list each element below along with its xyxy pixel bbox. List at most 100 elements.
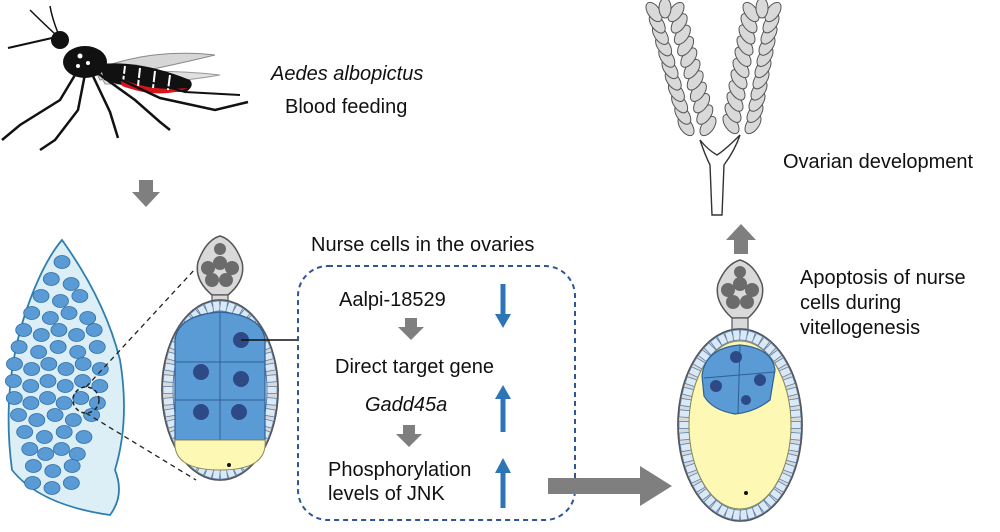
ovary-egg <box>22 396 40 410</box>
ovary-egg <box>56 379 74 393</box>
follicle-cell <box>265 397 278 406</box>
ovary-egg <box>39 374 57 388</box>
follicle-cell <box>751 332 764 346</box>
ovary-egg <box>63 459 81 473</box>
ovary-egg <box>68 328 85 342</box>
regulation-arrow-up-jnk <box>495 458 511 508</box>
ovary-egg <box>40 357 58 371</box>
nurse-cells-label: Nurse cells in the ovaries <box>311 234 535 256</box>
box-arrow-2 <box>396 425 422 447</box>
ovary-egg <box>71 289 89 303</box>
ovary-egg <box>23 362 41 376</box>
ovary-egg <box>15 323 33 337</box>
ovary-lobe-right <box>722 0 782 135</box>
ovary-egg <box>46 408 64 422</box>
follicle-cell <box>265 374 278 383</box>
ovary-egg <box>37 447 55 461</box>
ovary-egg <box>79 311 97 325</box>
gene-label: Gadd45a <box>365 394 448 416</box>
ovary-egg <box>53 255 71 269</box>
ovary-egg <box>21 442 39 456</box>
ovary-egg <box>62 476 80 490</box>
follicle-cell <box>163 407 176 418</box>
follicle-cell <box>789 409 802 419</box>
regulation-arrow-down <box>495 284 511 328</box>
feeding-label: Blood feeding <box>285 96 408 118</box>
apoptosis-label-line1: Apoptosis of nurse <box>800 267 966 289</box>
mirna-label: Aalpi-18529 <box>339 289 446 311</box>
follicle-cell <box>788 442 801 453</box>
follicle-cell <box>163 362 176 373</box>
apoptosis-label-line2: cells during <box>800 292 902 314</box>
follicle-cell <box>789 431 802 441</box>
ovary-egg-cluster <box>5 255 109 495</box>
follicle-cell <box>716 504 729 518</box>
ovary-egg <box>69 345 87 359</box>
ovary-egg <box>43 481 61 495</box>
ovary-egg <box>74 357 92 371</box>
ovary-egg <box>75 430 93 444</box>
ovary-egg <box>10 340 28 354</box>
ovary-egg <box>55 425 73 439</box>
ovary-egg <box>24 459 42 473</box>
ovary-egg <box>52 294 69 308</box>
ovary-egg <box>85 323 103 337</box>
regulation-box <box>297 265 576 521</box>
ovary-egg <box>72 391 90 405</box>
ovary-egg <box>5 391 23 405</box>
ovary-egg <box>32 289 50 303</box>
flow-arrow-right <box>548 466 672 506</box>
ovary-egg <box>91 362 109 376</box>
ovary-egg <box>68 447 86 461</box>
ovary-egg <box>23 306 41 320</box>
ovary-egg <box>88 340 106 354</box>
ovary-egg <box>22 379 40 393</box>
ovary-follicle <box>755 0 769 19</box>
ovary-egg <box>91 379 109 393</box>
flow-arrow-down <box>132 180 160 207</box>
ovarian-development-label: Ovarian development <box>783 151 974 173</box>
ovary-egg <box>60 306 78 320</box>
regulation-arrow-up-gadd45a <box>495 385 511 432</box>
ovary-follicle <box>658 0 672 19</box>
ovary-egg <box>49 340 67 354</box>
ovary-egg <box>42 272 60 286</box>
follicle-cell <box>162 397 175 406</box>
species-label: Aedes albopictus <box>271 63 424 85</box>
egg-chamber-early <box>161 235 298 481</box>
ovary-egg <box>50 323 68 337</box>
ovary-egg <box>16 425 34 439</box>
ovary-egg <box>36 430 53 444</box>
ovary-egg <box>28 413 46 427</box>
ovary-egg <box>30 345 48 359</box>
box-arrow-1 <box>398 318 424 340</box>
ovary-lobe-left <box>645 0 717 137</box>
ovary-egg <box>39 391 56 405</box>
follicle-cell <box>678 431 691 441</box>
follicle-cell <box>678 421 690 429</box>
ovary-egg <box>57 362 75 376</box>
zoom-indicator <box>72 267 197 481</box>
follicle-cell <box>678 409 691 419</box>
follicle-cell <box>679 397 692 408</box>
follicle-cell <box>266 386 278 394</box>
apoptosis-label-line3: vitellogenesis <box>800 317 921 339</box>
follicle-cell <box>162 374 175 383</box>
follicle-cell <box>679 442 692 453</box>
ovary-egg <box>44 464 62 478</box>
ovary-egg <box>55 396 73 410</box>
ovary-egg <box>41 311 59 325</box>
follicle-cell <box>790 421 802 429</box>
follicle-cell <box>162 386 174 394</box>
follicle-cell <box>264 362 277 373</box>
follicle-cell <box>788 397 801 408</box>
egg-chamber-vitellogenic <box>677 259 803 522</box>
ovary-egg <box>24 476 42 490</box>
ovary-egg <box>32 328 50 342</box>
phospho-label-line2: levels of JNK <box>328 483 445 505</box>
ovary-illustration <box>5 238 125 516</box>
developed-ovary-illustration <box>645 0 782 216</box>
ovary-egg <box>5 374 22 388</box>
